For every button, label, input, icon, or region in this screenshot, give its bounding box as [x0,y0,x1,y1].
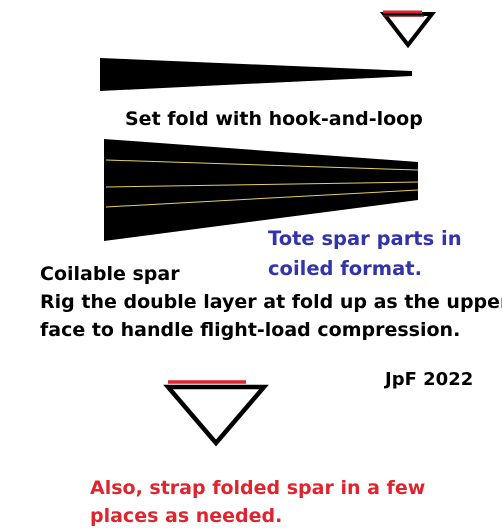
coilable-note-line-2: Rig the double layer at fold up as the u… [40,291,502,313]
tote-note-line-1: Tote spar parts in [268,227,462,250]
coilable-note: Coilable spar Rig the double layer at fo… [40,260,502,344]
coilable-spar-seam-upper [105,159,419,171]
coilable-spar [104,139,419,241]
fold-caption: Set fold with hook-and-loop [125,108,423,130]
coilable-spar-seam-middle [105,181,419,188]
coilable-spar-shape [104,139,418,241]
strap-note-line-2: places as needed. [90,505,283,527]
tote-note-line-2: coiled format. [268,257,423,280]
coilable-title: Coilable spar [40,263,180,285]
small-cross-section-triangle [379,12,437,49]
folded-spar-shape [100,58,412,91]
small-cross-section [379,10,437,49]
author-signature: JpF 2022 [385,369,474,390]
tote-note: Tote spar parts in coiled format. [268,224,462,284]
coilable-spar-seam-lower [105,189,419,208]
strap-note-line-1: Also, strap folded spar in a few [90,477,426,499]
large-cross-section-triangle [163,384,269,447]
large-cross-section [163,380,269,447]
strap-note: Also, strap folded spar in a few places … [90,474,425,530]
coilable-note-line-3: face to handle flight-load compression. [40,319,461,341]
